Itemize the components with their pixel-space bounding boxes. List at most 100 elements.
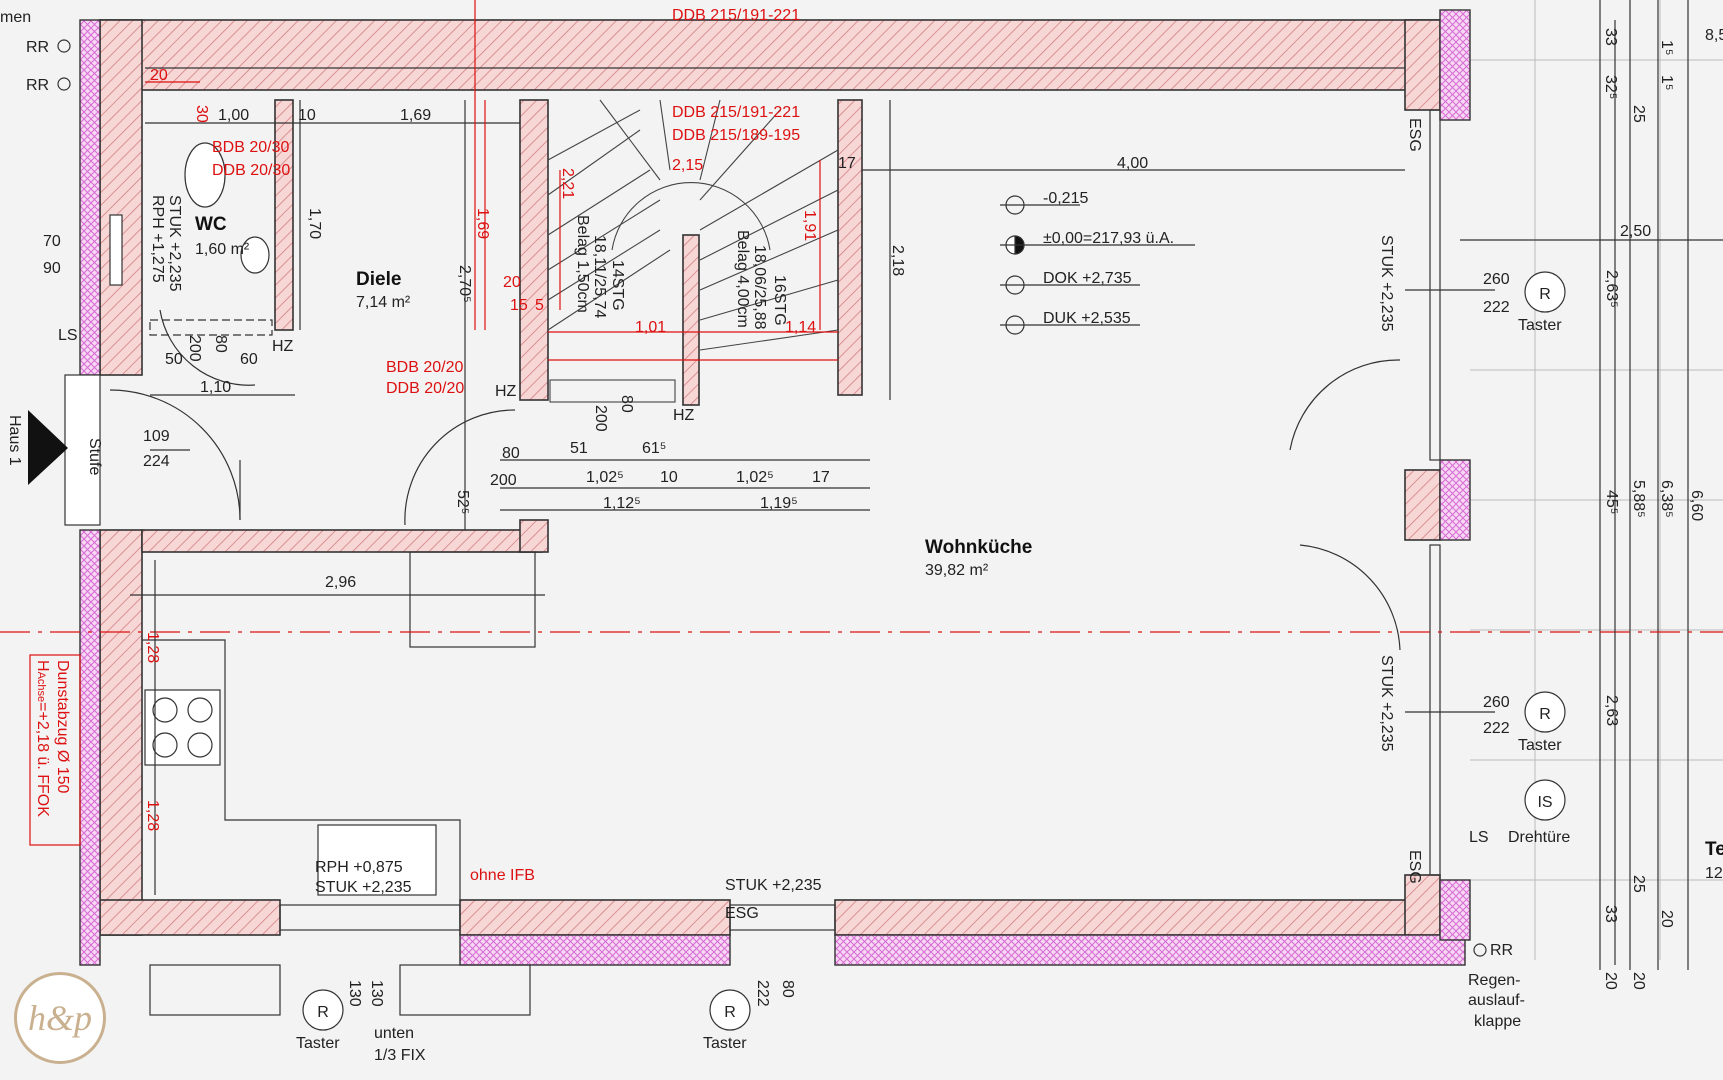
stair-d80: 80	[618, 395, 635, 413]
dim-d80c: 80	[502, 445, 520, 462]
text-stuk-r1: STUK +2,235	[1378, 235, 1395, 332]
dim-d30: 30	[193, 105, 210, 123]
room-wc-stuk: STUK +2,235	[166, 195, 183, 292]
entrance-arrow	[28, 410, 68, 485]
dim-d119: 1,19⁵	[760, 495, 798, 512]
dim-d45: 45⁵	[1603, 490, 1620, 514]
text-fix: 1/3 FIX	[374, 1047, 426, 1064]
dim-d400: 4,00	[1117, 155, 1148, 172]
terrace-grid	[1470, 0, 1723, 970]
dim-d102b: 1,02⁵	[736, 469, 774, 486]
stair-d101: 1,01	[635, 319, 666, 336]
text-rr1: RR	[26, 39, 49, 56]
dim-d250: 2,50	[1620, 223, 1651, 240]
dim-d20d: 20	[1602, 972, 1619, 990]
dim-d17: 17	[838, 155, 856, 172]
text-top-num: 8,5	[1705, 27, 1723, 44]
dim-d638: 6,38⁵	[1658, 480, 1675, 518]
text-stufe: Stufe	[86, 438, 103, 475]
stair-left-stg: 14STG	[609, 260, 626, 311]
text-drehtuere: Drehtüre	[1508, 829, 1570, 846]
extractor-note-box	[29, 654, 81, 846]
text-esg3: ESG	[725, 905, 759, 922]
dim-d170: 1,70	[306, 208, 323, 239]
dim-d33a: 33	[1602, 28, 1619, 46]
stair-right-stg: 16STG	[771, 275, 788, 326]
dim-d10b: 10	[660, 469, 678, 486]
text-taster2: Taster	[703, 1035, 747, 1052]
dim-d100: 1,00	[218, 107, 249, 124]
dim-d260b: 260	[1483, 694, 1510, 711]
stair-d215: 2,15	[672, 157, 703, 174]
dim-d80d: 80	[779, 980, 796, 998]
staircase	[547, 99, 839, 403]
dim-d15: 15	[510, 297, 528, 314]
dim-d52: 52⁵	[454, 490, 471, 514]
dim-d20c: 20	[1658, 910, 1675, 928]
text-rr3: RR	[1490, 942, 1513, 959]
room-diele-name: Diele	[356, 269, 401, 290]
kitchen	[109, 142, 536, 900]
dim-d218: 2,18	[889, 245, 906, 276]
dim-d169b: 1,69	[400, 107, 431, 124]
dimension-lines	[130, 0, 1723, 965]
stair-mid1: DDB 215/191-221	[672, 104, 800, 121]
dim-d263b: 2,63	[1603, 695, 1620, 726]
level-markers	[1000, 195, 1195, 335]
doors	[64, 109, 1441, 1016]
dim-d296: 2,96	[325, 574, 356, 591]
dim-d222a: 222	[1483, 299, 1510, 316]
level-2: ±0,00=217,93 ü.A.	[1043, 230, 1174, 247]
dim-d5: 5	[535, 297, 544, 314]
text-taster3: Taster	[1518, 317, 1562, 334]
dim-d222c: 222	[754, 980, 771, 1007]
dim-d61: 61⁵	[642, 440, 666, 457]
dim-d200c: 200	[490, 472, 517, 489]
dim-d80w: 80	[212, 335, 229, 353]
dim-d51: 51	[570, 440, 588, 457]
text-taster4: Taster	[1518, 737, 1562, 754]
dim-d25b: 25	[1630, 875, 1647, 893]
level-1: -0,215	[1043, 190, 1088, 207]
stair-right-belag: Belag 4,00cm	[734, 230, 751, 328]
text-esg1: ESG	[1406, 118, 1423, 152]
switch-symbols	[57, 39, 1566, 1031]
dim-d15b: 1⁵	[1658, 40, 1675, 56]
dim-d10: 10	[298, 107, 316, 124]
stair-d191: 1,91	[801, 210, 818, 241]
dim-d128a: 1,28	[144, 632, 161, 663]
dim-d222b: 222	[1483, 720, 1510, 737]
text-bdb2: BDB 20/20	[386, 359, 463, 376]
dim-d20a: 20	[150, 67, 168, 84]
stair-upper: DDB 215/191-221	[672, 7, 800, 24]
symbol-r1: R	[1539, 286, 1551, 303]
dim-d660: 6,60	[1688, 490, 1705, 521]
text-sink-rph: RPH +0,875	[315, 859, 403, 876]
text-hachse: HAchse=+2,18 ü. FFOK	[34, 660, 51, 817]
stair-d221: 2,21	[559, 168, 576, 199]
symbol-r4: R	[724, 1004, 736, 1021]
text-hachse-sub: Achse	[35, 672, 47, 703]
text-rr2: RR	[26, 77, 49, 94]
text-te-num: 12	[1705, 865, 1723, 882]
room-diele-area: 7,14 m²	[356, 294, 411, 311]
stair-left-size: 18,11/25,74	[591, 235, 608, 318]
walls	[79, 9, 1471, 966]
text-haus: Haus 1	[6, 415, 23, 466]
text-men: men	[0, 9, 31, 26]
symbol-r3: R	[317, 1004, 329, 1021]
text-sink-stuk: STUK +2,235	[315, 879, 412, 896]
text-regen2: auslauf-	[1468, 992, 1525, 1009]
text-regen3: klappe	[1474, 1013, 1521, 1030]
text-te: Te	[1705, 839, 1723, 860]
dim-d25a: 25	[1630, 105, 1647, 123]
logo-text: h&p	[27, 998, 92, 1038]
dim-d102a: 1,02⁵	[586, 469, 624, 486]
text-stuk-r2: STUK +2,235	[1378, 655, 1395, 752]
level-4: DUK +2,535	[1043, 310, 1131, 327]
dim-d130b: 130	[368, 980, 385, 1007]
dim-d17b: 17	[812, 469, 830, 486]
stair-d200: 200	[592, 405, 609, 432]
dim-d224: 224	[143, 453, 170, 470]
stair-left-belag: Belag 1,50cm	[574, 215, 591, 313]
